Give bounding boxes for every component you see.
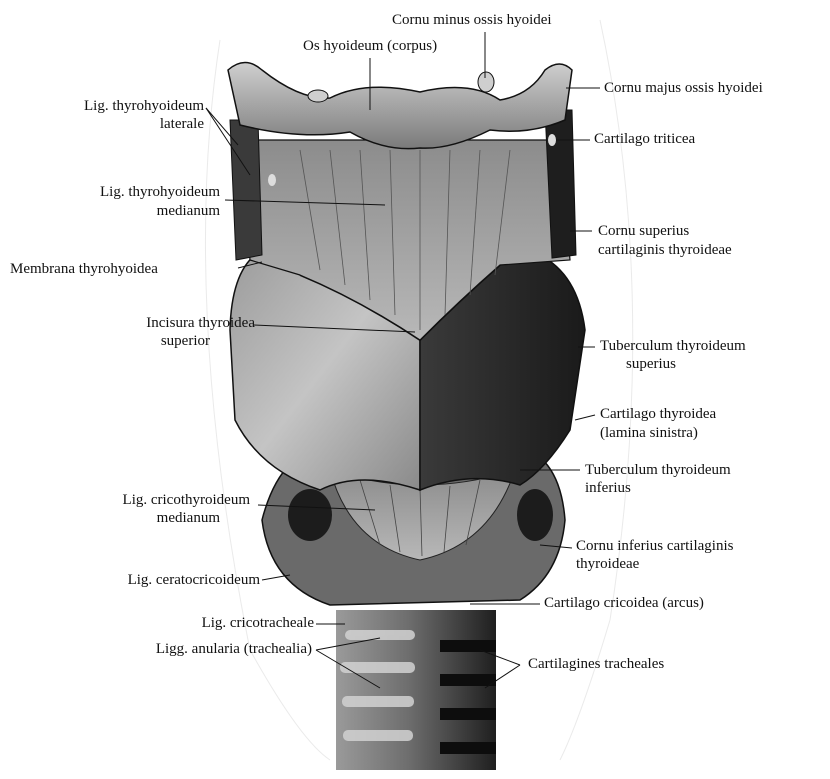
- label-lig-thyrohyoideum-laterale-2: laterale: [160, 116, 204, 133]
- label-tuberculum-inferius-1: Tuberculum thyroideum: [585, 462, 731, 479]
- inferior-horn-right: [517, 489, 553, 541]
- label-cartilago-triticea: Cartilago triticea: [594, 131, 695, 148]
- label-lig-thyrohyoideum-medianum-1: Lig. thyrohyoideum: [100, 184, 220, 201]
- lesser-horn-right: [308, 90, 328, 102]
- label-cartilago-thyroidea-1: Cartilago thyroidea: [600, 406, 716, 423]
- label-os-hyoideum: Os hyoideum (corpus): [303, 38, 437, 55]
- inferior-horn-left: [288, 489, 332, 541]
- triticeal-right: [268, 174, 276, 186]
- label-tuberculum-inferius-2: inferius: [585, 480, 631, 497]
- label-cartilago-thyroidea-2: (lamina sinistra): [600, 425, 698, 442]
- label-cornu-inferius-2: thyroideae: [576, 556, 639, 573]
- label-lig-thyrohyoideum-laterale-1: Lig. thyrohyoideum: [84, 98, 204, 115]
- trachea: [336, 610, 496, 770]
- label-cartilagines-tracheales: Cartilagines tracheales: [528, 656, 664, 673]
- label-cornu-inferius-1: Cornu inferius cartilaginis: [576, 538, 733, 555]
- label-lig-thyrohyoideum-medianum-2: medianum: [157, 203, 220, 220]
- label-ligg-anularia: Ligg. anularia (trachealia): [156, 641, 312, 658]
- lesser-horn-left: [478, 72, 494, 92]
- label-lig-cricothyroideum-1: Lig. cricothyroideum: [123, 492, 250, 509]
- label-tuberculum-superius-2: superius: [626, 356, 676, 373]
- label-cornu-majus: Cornu majus ossis hyoidei: [604, 80, 763, 97]
- hyoid-bone: [228, 63, 572, 149]
- label-cornu-minus: Cornu minus ossis hyoidei: [392, 12, 552, 29]
- triticeal-left: [548, 134, 556, 146]
- label-cartilago-cricoidea: Cartilago cricoidea (arcus): [544, 595, 704, 612]
- label-cornu-superius-2: cartilaginis thyroideae: [598, 242, 732, 259]
- label-incisura-1: Incisura thyroidea: [146, 315, 255, 332]
- label-lig-cricotracheale: Lig. cricotracheale: [202, 615, 314, 632]
- label-cornu-superius-1: Cornu superius: [598, 223, 689, 240]
- label-lig-ceratocricoideum: Lig. ceratocricoideum: [128, 572, 260, 589]
- label-lig-cricothyroideum-2: medianum: [157, 510, 220, 527]
- label-incisura-2: superior: [161, 333, 210, 350]
- label-membrana-thyrohyoidea: Membrana thyrohyoidea: [10, 261, 158, 278]
- label-tuberculum-superius-1: Tuberculum thyroideum: [600, 338, 746, 355]
